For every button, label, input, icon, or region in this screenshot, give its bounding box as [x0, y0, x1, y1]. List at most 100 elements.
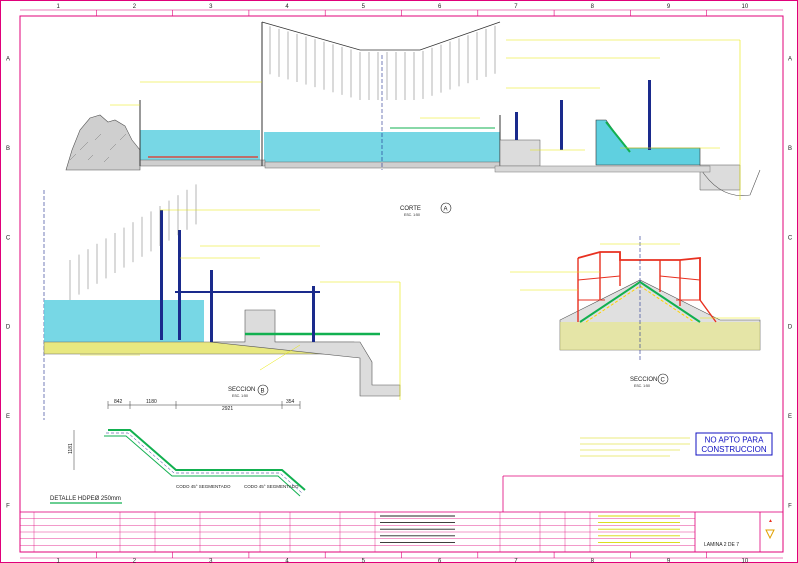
pipe-riser-1 [160, 210, 163, 340]
roof-outline [261, 21, 501, 51]
row-letters-right: A B C D E F [788, 57, 793, 510]
seccion-c-scale-text: ESC. 1:50 [634, 384, 650, 388]
pipe-riser-3 [210, 270, 213, 342]
corte-a-scale-text: ESC. 1:50 [404, 213, 420, 217]
base-slab-right [494, 165, 711, 173]
seccion-b-title: SECCION ESC. 1:50 B [228, 384, 269, 398]
valve-stem-2 [560, 100, 563, 150]
seccion-c-steps [585, 285, 695, 323]
ground-curve-right [699, 167, 761, 196]
detalle-title-text: DETALLE HDPEØ 250mm [50, 496, 121, 502]
outlet-pipe [605, 121, 631, 153]
row-letter-right: D [788, 325, 793, 331]
seccion-b-marker-text: B [261, 389, 265, 395]
column-number-bottom: 3 [209, 559, 213, 563]
column-number-top: 10 [742, 4, 749, 10]
not-for-construction-stamp: NO APTO PARA CONSTRUCCION [695, 432, 773, 456]
detalle-dim-1: 842 [114, 399, 123, 405]
column-number-bottom: 6 [438, 559, 442, 563]
detalle-pipe-outer [108, 429, 306, 491]
revision-rows [20, 518, 695, 546]
seccion-b-chamber [209, 309, 401, 397]
row-letter-left: A [6, 57, 10, 63]
pipe-riser-4 [312, 286, 315, 342]
title-block-text-lines [380, 515, 680, 543]
row-letter-left: C [6, 235, 11, 241]
seccion-b-water [44, 300, 204, 342]
column-number-top: 3 [209, 4, 213, 10]
corte-a-marker [440, 202, 452, 214]
detalle-dim-4: 354 [286, 399, 295, 405]
detalle-pipe-centerline [106, 432, 303, 494]
column-number-bottom: 4 [285, 559, 289, 563]
column-number-bottom: 5 [362, 559, 366, 563]
detalle-pipe-inner [104, 435, 301, 497]
seccion-c-marker-text: C [661, 378, 666, 384]
ladder-rail [648, 80, 651, 150]
row-letter-left: E [6, 414, 10, 420]
revision-columns [33, 512, 591, 552]
column-number-bottom: 9 [667, 559, 671, 563]
column-numbers-bottom: 1 2 3 4 5 6 7 8 9 10 [56, 552, 749, 563]
detalle-title: DETALLE HDPEØ 250mm [50, 496, 122, 504]
seccion-b-drawing [43, 184, 401, 420]
row-letter-left: D [6, 325, 11, 331]
row-letter-right: A [788, 57, 792, 63]
logo-mark: ▲ [768, 518, 773, 524]
seccion-b-title-text: SECCION [228, 387, 255, 393]
row-letter-right: C [788, 235, 793, 241]
column-number-bottom: 10 [742, 559, 749, 563]
sheet-number: LAMINA 2 DE 7 [704, 542, 739, 548]
seccion-c-base [560, 322, 760, 350]
detalle-label-1: CODO 45° SEGMENTADO [176, 484, 231, 489]
corte-a-title: CORTE ESC. 1:50 A [400, 202, 452, 217]
valve-chamber [499, 139, 541, 167]
seccion-b-marker [257, 384, 269, 396]
corte-a-drawing [65, 21, 761, 200]
rock-hatch [69, 133, 127, 163]
column-number-top: 2 [133, 4, 137, 10]
basin-floor-main [264, 161, 506, 169]
roof-vertical-hatch [269, 25, 496, 100]
seccion-b-vertical-hatch [69, 184, 197, 300]
detalle-label-2: CODO 45° SEGMENTADO [244, 484, 299, 489]
column-number-top: 6 [438, 4, 442, 10]
basin-water-left [140, 130, 260, 160]
seccion-b-scale-text: ESC. 1:50 [232, 394, 248, 398]
title-block: LAMINA 2 DE 7 ▲ [19, 475, 784, 553]
valve-stem-1 [515, 112, 518, 140]
row-letter-right: F [788, 503, 792, 509]
seccion-c-marker [657, 373, 669, 385]
column-number-top: 4 [285, 4, 289, 10]
column-number-top: 7 [514, 4, 518, 10]
column-number-bottom: 1 [56, 559, 60, 563]
corte-a-title-text: CORTE [400, 206, 421, 212]
stamp-line-2: CONSTRUCCION [701, 445, 767, 454]
basin-floor-left [139, 159, 266, 167]
detalle-dim-2: 1180 [146, 399, 157, 405]
column-number-bottom: 7 [514, 559, 518, 563]
column-number-top: 5 [362, 4, 366, 10]
column-number-bottom: 2 [133, 559, 137, 563]
pipe-riser-2 [178, 230, 181, 340]
column-number-top: 8 [591, 4, 595, 10]
column-number-bottom: 8 [591, 559, 595, 563]
column-number-top: 1 [56, 4, 60, 10]
corte-a-marker-text: A [444, 207, 448, 213]
seccion-c-title: SECCION ESC. 1:50 C [630, 373, 669, 388]
row-letter-right: E [788, 414, 792, 420]
seccion-c-title-text: SECCION [630, 377, 657, 383]
stamp-border [695, 432, 773, 456]
leader-b-2 [259, 344, 301, 371]
detalle-dim-3: 2921 [222, 406, 233, 412]
stamp-line-1: NO APTO PARA [705, 436, 764, 445]
notes-block [580, 437, 690, 457]
row-letter-left: F [6, 503, 10, 509]
detalle-dim-5: 1181 [68, 443, 74, 454]
seccion-c-drawing [510, 236, 761, 360]
row-letter-right: B [788, 146, 792, 152]
